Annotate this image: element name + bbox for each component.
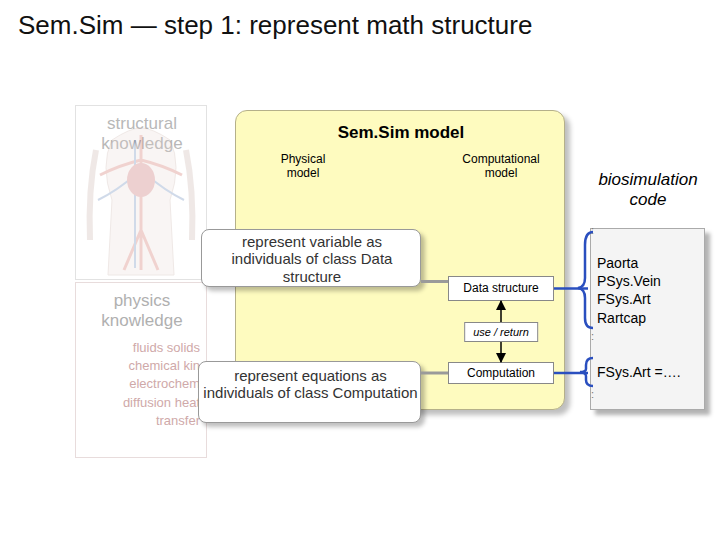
node-heading: Data structure	[449, 282, 553, 296]
connector	[554, 287, 588, 290]
connector	[421, 372, 448, 375]
box: biosimulation codePaorta PSys.Vein FSys.…	[588, 168, 708, 412]
inner-box: Computation	[448, 362, 554, 384]
inner-box: represent equations as individuals of cl…	[198, 361, 421, 423]
torso-outline	[106, 128, 176, 275]
vein-lines	[98, 140, 184, 268]
heart-shape	[127, 163, 155, 197]
connector	[421, 280, 448, 283]
node-heading: Computation	[449, 367, 553, 381]
torso-figure	[90, 128, 193, 275]
curly-bracket	[578, 232, 593, 328]
title: Sem.Sim — step 1: represent math structu…	[18, 10, 532, 41]
node-text: FSys.Art =….	[597, 364, 705, 380]
curly-bracket	[580, 358, 593, 386]
box: represent variable as individuals of cla…	[235, 110, 565, 410]
inner-box: Data structure	[448, 276, 554, 301]
node-heading: biosimulation code	[588, 170, 708, 209]
arm-outline	[90, 150, 193, 240]
node-text: fluids solids chemical kin electrochem d…	[102, 339, 200, 430]
node-text: Paorta PSys.Vein FSys.Art Rartcap	[597, 254, 669, 327]
edge-label: use / return	[464, 322, 538, 342]
node-heading: Sem.Sim model	[236, 123, 566, 143]
node-heading: structural knowledge	[76, 114, 208, 153]
artery-lines	[100, 135, 182, 270]
box: structural knowledge	[75, 105, 207, 280]
connector	[554, 372, 588, 375]
node-text: Computational model	[446, 153, 556, 181]
box: physics knowledge fluids solids chemical …	[75, 282, 207, 458]
node-heading: represent equations as individuals of cl…	[203, 367, 418, 402]
node-text: Physical model	[268, 153, 338, 181]
inner-box: represent variable as individuals of cla…	[201, 229, 421, 287]
node-heading: represent variable as individuals of cla…	[206, 233, 418, 285]
node-heading: physics knowledge	[76, 291, 208, 330]
